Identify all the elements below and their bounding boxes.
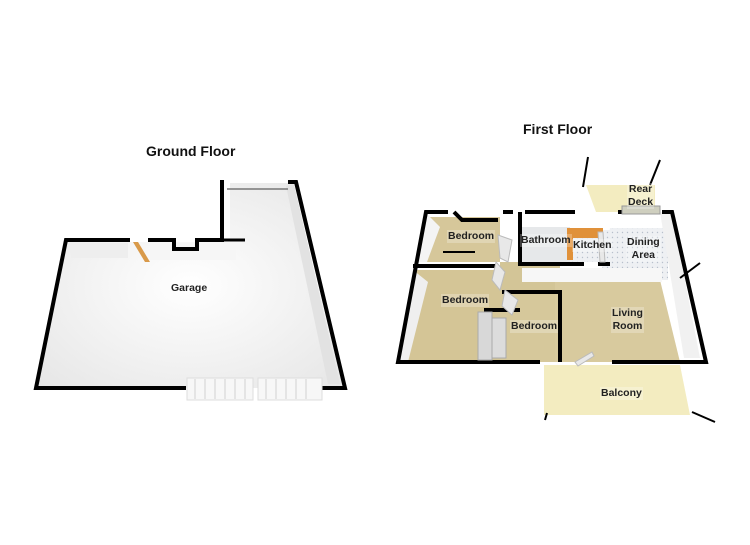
doors — [491, 231, 606, 367]
room-label-dining-area: Dining Area — [626, 236, 661, 262]
balcony-area — [544, 365, 690, 415]
room-label-rear-deck: Rear Deck — [627, 183, 655, 209]
wardrobe — [477, 311, 493, 361]
garage-floor — [38, 183, 343, 388]
living-line-2: Room — [612, 320, 643, 332]
dining-line-1: Dining — [627, 236, 660, 248]
living-line-1: Living — [612, 307, 643, 319]
rear-deck-area — [586, 185, 655, 212]
room-label-balcony: Balcony — [600, 387, 643, 400]
rear-deck-line-2: Deck — [628, 196, 654, 208]
garage-wall — [33, 238, 186, 390]
bathroom-floor — [520, 227, 570, 262]
room-label-kitchen: Kitchen — [572, 239, 613, 252]
kitchen-units — [567, 228, 603, 238]
first-floor-title: First Floor — [523, 121, 593, 137]
room-label-bathroom: Bathroom — [520, 234, 572, 247]
dining-line-2: Area — [631, 249, 656, 261]
rear-deck-line-1: Rear — [628, 183, 653, 195]
dining-floor — [600, 228, 668, 280]
first-floor-walls — [395, 210, 709, 364]
garage-side-door — [133, 242, 150, 262]
room-label-garage: Garage — [171, 282, 208, 294]
ground-floor-title: Ground Floor — [146, 143, 236, 159]
garage-doors — [186, 377, 323, 401]
room-label-living-room: Living Room — [611, 307, 644, 333]
room-label-bedroom-2: Bedroom — [441, 294, 490, 307]
room-label-bedroom-1: Bedroom — [447, 230, 496, 243]
room-label-bedroom-3: Bedroom — [510, 320, 559, 333]
